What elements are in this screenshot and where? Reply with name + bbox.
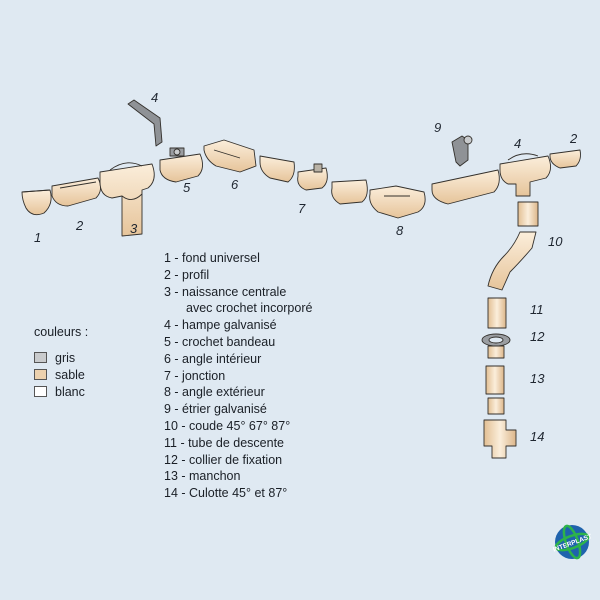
part-naissance-right xyxy=(499,153,551,197)
legend-item: 7 - jonction xyxy=(164,368,226,383)
callout-13: 13 xyxy=(530,371,545,386)
part-profil xyxy=(51,177,101,207)
part-jonction xyxy=(297,163,328,191)
parts-legend: 1 - fond universel 2 - profil 3 - naissa… xyxy=(164,250,312,502)
color-legend: couleurs : gris sable blanc xyxy=(34,325,88,400)
legend-item: 11 - tube de descente xyxy=(164,435,284,450)
color-label: gris xyxy=(55,350,76,365)
callout-12: 12 xyxy=(530,329,545,344)
color-swatch xyxy=(34,369,47,380)
interplast-logo: INTERPLAST xyxy=(552,524,592,560)
callout-6: 6 xyxy=(231,177,239,192)
legend-item: 13 - manchon xyxy=(164,469,241,484)
callout-5: 5 xyxy=(183,180,191,195)
color-item-gris: gris xyxy=(34,349,88,366)
part-collier-de-fixation xyxy=(481,333,511,359)
part-coude xyxy=(487,231,537,291)
color-swatch xyxy=(34,386,47,397)
part-profil-segment-2 xyxy=(331,179,368,205)
part-profil-right xyxy=(549,149,581,169)
part-naissance-centrale xyxy=(99,162,155,237)
legend-item: 14 - Culotte 45° et 87° xyxy=(164,486,288,501)
part-profil-segment xyxy=(259,155,295,183)
legend-item: 2 - profil xyxy=(164,267,210,282)
part-angle-interieur xyxy=(203,139,257,173)
legend-item-continuation: avec crochet incorporé xyxy=(186,301,313,316)
legend-item: 3 - naissance centrale xyxy=(164,284,287,299)
part-hampe-galvanise-left xyxy=(127,99,163,147)
part-fond-universel xyxy=(21,189,52,216)
callout-4b: 4 xyxy=(514,136,521,151)
legend-item: 6 - angle intérieur xyxy=(164,351,262,366)
color-item-blanc: blanc xyxy=(34,383,88,400)
legend-item: 9 - étrier galvanisé xyxy=(164,402,267,417)
part-etrier-galvanise xyxy=(451,135,473,167)
part-crochet-bandeau xyxy=(159,147,203,183)
callout-8: 8 xyxy=(396,223,404,238)
legend-item: 1 - fond universel xyxy=(164,251,260,265)
part-tube-lower xyxy=(487,397,505,415)
callout-9: 9 xyxy=(434,120,441,135)
callout-1: 1 xyxy=(34,230,41,245)
callout-14: 14 xyxy=(530,429,544,444)
color-item-sable: sable xyxy=(34,366,88,383)
part-culotte xyxy=(483,419,517,459)
callout-4a: 4 xyxy=(151,90,158,105)
part-tube-top xyxy=(517,201,539,227)
callout-2b: 2 xyxy=(569,131,578,146)
legend-item: 4 - hampe galvanisé xyxy=(164,318,277,333)
legend-item: 8 - angle extérieur xyxy=(164,385,265,400)
part-angle-exterieur xyxy=(369,185,426,219)
color-legend-title: couleurs : xyxy=(34,325,89,339)
part-manchon xyxy=(485,365,505,395)
callout-3: 3 xyxy=(130,221,138,236)
color-label: blanc xyxy=(55,384,85,399)
callout-11: 11 xyxy=(530,302,544,317)
legend-item: 10 - coude 45° 67° 87° xyxy=(164,418,291,433)
color-swatch xyxy=(34,352,47,363)
callout-2: 2 xyxy=(75,218,84,233)
part-profil-long xyxy=(431,169,500,205)
legend-item: 12 - collier de fixation xyxy=(164,452,283,467)
callout-7: 7 xyxy=(298,201,306,216)
callout-10: 10 xyxy=(548,234,563,249)
legend-item: 5 - crochet bandeau xyxy=(164,334,276,349)
color-label: sable xyxy=(55,367,85,382)
part-tube-de-descente xyxy=(487,297,507,329)
